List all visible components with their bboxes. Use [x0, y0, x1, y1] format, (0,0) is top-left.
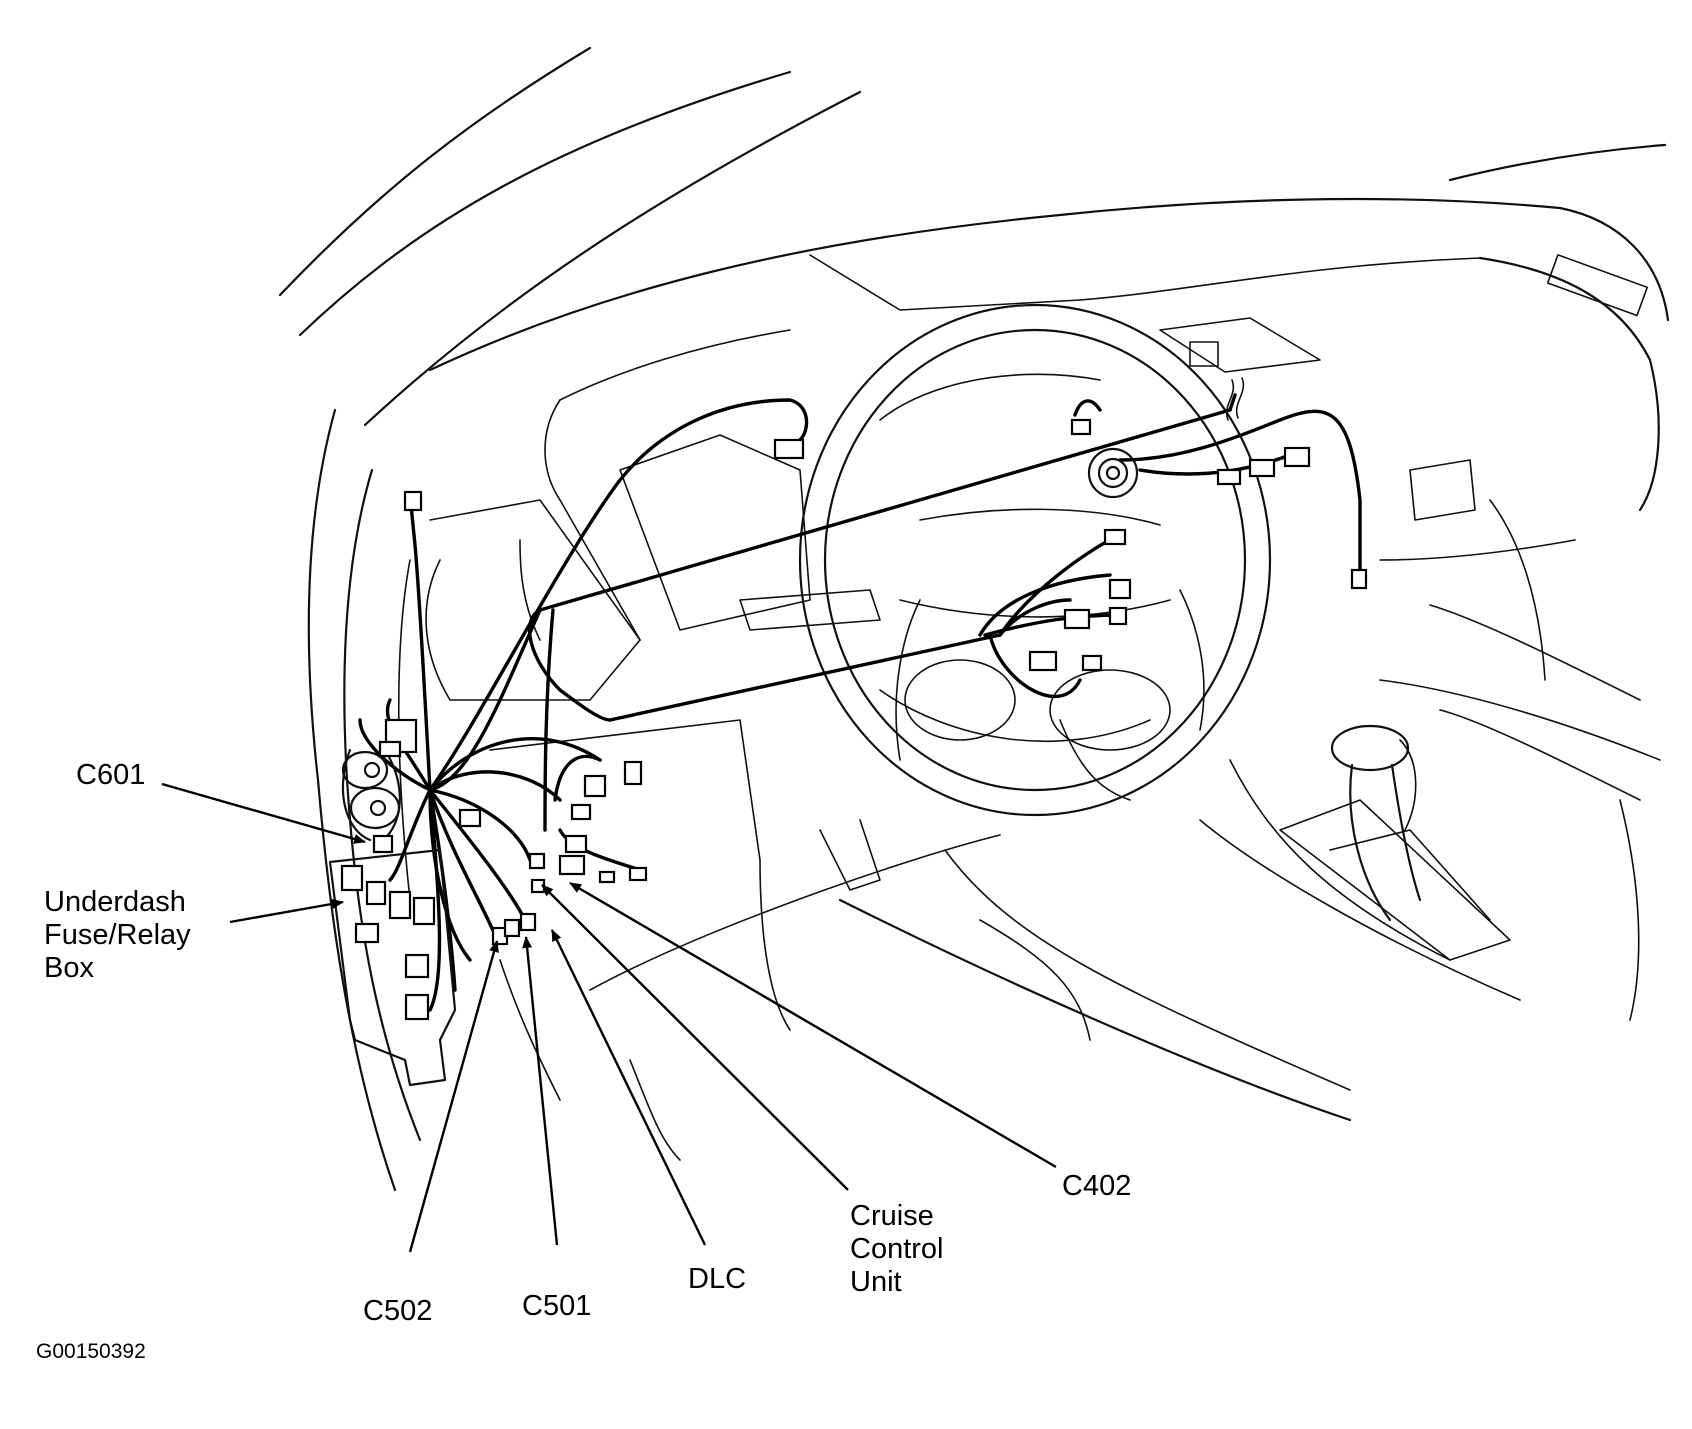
- fuse-relay-box-label: Underdash Fuse/Relay Box: [44, 886, 191, 985]
- c502-label: C502: [363, 1295, 433, 1327]
- leader-cruise: [541, 884, 849, 1191]
- a-pillar-outline: [278, 46, 862, 1192]
- leader-c501: [522, 936, 559, 1246]
- leader-fuse-box: [229, 898, 344, 924]
- cruise-label-line: Control: [850, 1233, 944, 1265]
- fuse-box-label-line: Fuse/Relay: [44, 919, 191, 951]
- dashboard-outline: [425, 143, 1670, 701]
- label-leaders: [161, 782, 1057, 1253]
- wiring-harness: [358, 377, 1362, 1012]
- lower-dash-outline: [489, 679, 1661, 1161]
- leader-c601: [161, 782, 366, 844]
- c501-label: C501: [522, 1290, 592, 1322]
- leader-dlc: [550, 929, 707, 1246]
- cruise-label-line: Unit: [850, 1266, 902, 1298]
- cruise-control-unit-label: Cruise Control Unit: [850, 1200, 944, 1299]
- c402-label: C402: [1062, 1170, 1132, 1202]
- fuse-box-label-line: Box: [44, 952, 94, 984]
- figure-id: G00150392: [36, 1340, 146, 1363]
- underdash-fuse-relay-box: [328, 718, 457, 1087]
- steering-wheel: [798, 303, 1272, 817]
- leader-c502: [408, 940, 499, 1253]
- c601-label: C601: [76, 759, 146, 791]
- dlc-label: DLC: [688, 1263, 747, 1295]
- cruise-label-line: Cruise: [850, 1200, 934, 1232]
- fuse-box-label-line: Underdash: [44, 886, 186, 918]
- leader-c402: [569, 881, 1057, 1169]
- harness-connectors: [372, 418, 1368, 946]
